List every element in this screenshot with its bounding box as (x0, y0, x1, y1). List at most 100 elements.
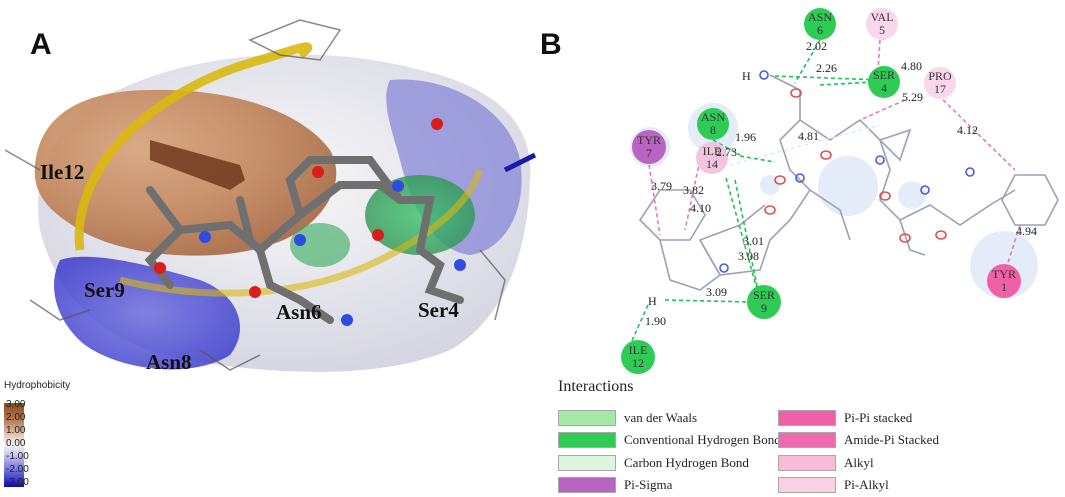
distance-label: 4.94 (1016, 224, 1037, 238)
svg-text:TYR: TYR (637, 133, 661, 147)
svg-text:8: 8 (710, 123, 716, 137)
hydrophobicity-scale-title: Hydrophobicity (4, 380, 71, 391)
ligand-2d-skeleton (638, 74, 1059, 291)
residue-label-ser9: Ser9 (84, 278, 125, 302)
legend-label: van der Waals (624, 409, 698, 425)
svg-text:TYR: TYR (992, 267, 1016, 281)
legend-swatch (558, 454, 616, 471)
carbon-hbond-lines (729, 124, 881, 166)
legend-swatch (558, 409, 616, 426)
svg-text:5: 5 (879, 23, 885, 37)
scale-tick: -3.00 (6, 477, 29, 488)
svg-text:12: 12 (632, 356, 644, 370)
svg-text:6: 6 (817, 23, 823, 37)
brown-sheet (150, 140, 245, 190)
blue-stick (503, 152, 537, 173)
svg-text:ASN: ASN (808, 10, 832, 24)
distance-label: 4.81 (798, 129, 819, 143)
scale-tick: 1.00 (6, 425, 26, 436)
distance-label: 4.12 (957, 123, 978, 137)
legend-item-alkyl: Alkyl (778, 454, 874, 471)
hydrophobicity-color-bar (4, 403, 24, 487)
svg-text:ILE: ILE (629, 343, 648, 357)
residue-label-asn6: Asn6 (276, 300, 322, 324)
residue-label-ile12: Ile12 (40, 160, 85, 184)
distance-label: 4.10 (690, 201, 711, 215)
svg-text:4: 4 (881, 81, 887, 95)
legend-item-pi-sigma: Pi-Sigma (558, 476, 672, 493)
yellow-ribbon (74, 42, 313, 251)
legend-swatch (558, 431, 616, 448)
residue-val5: VAL 5 (866, 8, 898, 40)
residue-asn8: ASN 8 (697, 108, 729, 140)
legend-title: Interactions (558, 378, 634, 395)
svg-text:ASN: ASN (701, 110, 725, 124)
residue-ile12: ILE 12 (621, 340, 655, 374)
svg-text:9: 9 (761, 301, 767, 315)
distance-label: 5.29 (902, 90, 923, 104)
scale-tick: 0.00 (6, 438, 26, 449)
legend-item-van-der-waals: van der Waals (558, 409, 697, 426)
distance-label: 3.82 (683, 183, 704, 197)
distance-label: 2.73 (716, 145, 737, 159)
svg-text:SER: SER (753, 288, 775, 302)
hydrogen-atom-label: H (648, 294, 657, 308)
panel-a-letter: A (30, 28, 52, 61)
distance-label: 2.02 (806, 39, 827, 53)
distance-label: 3.79 (651, 179, 672, 193)
legend-label: Pi-Sigma (624, 476, 673, 492)
ligand-2d-oxygens (764, 88, 947, 243)
legend-label: Carbon Hydrogen Bond (624, 454, 749, 470)
surface-hydrophilic-left (54, 256, 240, 370)
svg-text:7: 7 (646, 146, 652, 160)
legend-item-pi-pi-stacked: Pi-Pi stacked (778, 409, 912, 426)
legend-label: Pi-Pi stacked (844, 409, 913, 425)
hydrophobic-lines (647, 39, 1021, 273)
distance-label: 1.96 (735, 130, 756, 144)
h-bond-lines (629, 39, 881, 346)
wire-residues (4, 19, 506, 371)
legend-swatch (778, 409, 836, 426)
svg-text:14: 14 (706, 157, 718, 171)
surface-green-patch-small (290, 223, 350, 267)
legend-swatch (778, 454, 836, 471)
hydrogen-atom-label: H (742, 69, 751, 83)
ligand-oxygens (154, 118, 443, 298)
distance-labels: 2.02 2.26 4.80 5.29 4.12 1.96 2.73 4.81 … (645, 39, 1037, 328)
legend-item-conventional-hbond: Conventional Hydrogen Bond (558, 431, 781, 448)
residue-ser4: SER 4 (868, 66, 900, 98)
residue-tyr7: TYR 7 (632, 130, 666, 164)
legend-label: Amide-Pi Stacked (844, 431, 939, 447)
panel-b-letter: B (540, 28, 562, 61)
legend-item-carbon-hbond: Carbon Hydrogen Bond (558, 454, 749, 471)
legend-swatch (778, 431, 836, 448)
distance-label: 2.26 (816, 61, 837, 75)
svg-text:ILE: ILE (703, 144, 722, 158)
svg-text:1: 1 (1001, 280, 1007, 294)
distance-label: 3.08 (738, 249, 759, 263)
legend-label: Conventional Hydrogen Bond (624, 431, 781, 447)
svg-text:SER: SER (873, 68, 895, 82)
yellow-ribbon-lower (119, 168, 484, 297)
panel-a-molecular-surface (4, 19, 537, 372)
distance-label: 4.80 (901, 59, 922, 73)
residue-pro17: PRO 17 (924, 67, 956, 99)
distance-label: 3.09 (706, 285, 727, 299)
scale-tick: -2.00 (6, 464, 29, 475)
ligand-2d-nitrogens (719, 70, 975, 273)
svg-text:VAL: VAL (870, 10, 893, 24)
residue-ser9: SER 9 (747, 285, 781, 319)
panel-b-interaction-diagram: ASN 6 VAL 5 SER 4 PRO 17 ASN 8 ILE 14 TY… (621, 8, 1059, 374)
svg-text:17: 17 (934, 82, 946, 96)
legend-item-amide-pi-stacked: Amide-Pi Stacked (778, 431, 939, 448)
scale-tick: -1.00 (6, 451, 29, 462)
ligand-nitrogens (199, 180, 466, 326)
legend-swatch (558, 476, 616, 493)
scale-tick: 3.00 (6, 399, 26, 410)
svg-text:PRO: PRO (928, 69, 952, 83)
legend-item-pi-alkyl: Pi-Alkyl (778, 476, 889, 493)
scale-tick: 2.00 (6, 412, 26, 423)
legend-swatch (778, 476, 836, 493)
residue-label-ser4: Ser4 (418, 298, 459, 322)
residue-asn6: ASN 6 (804, 8, 836, 40)
